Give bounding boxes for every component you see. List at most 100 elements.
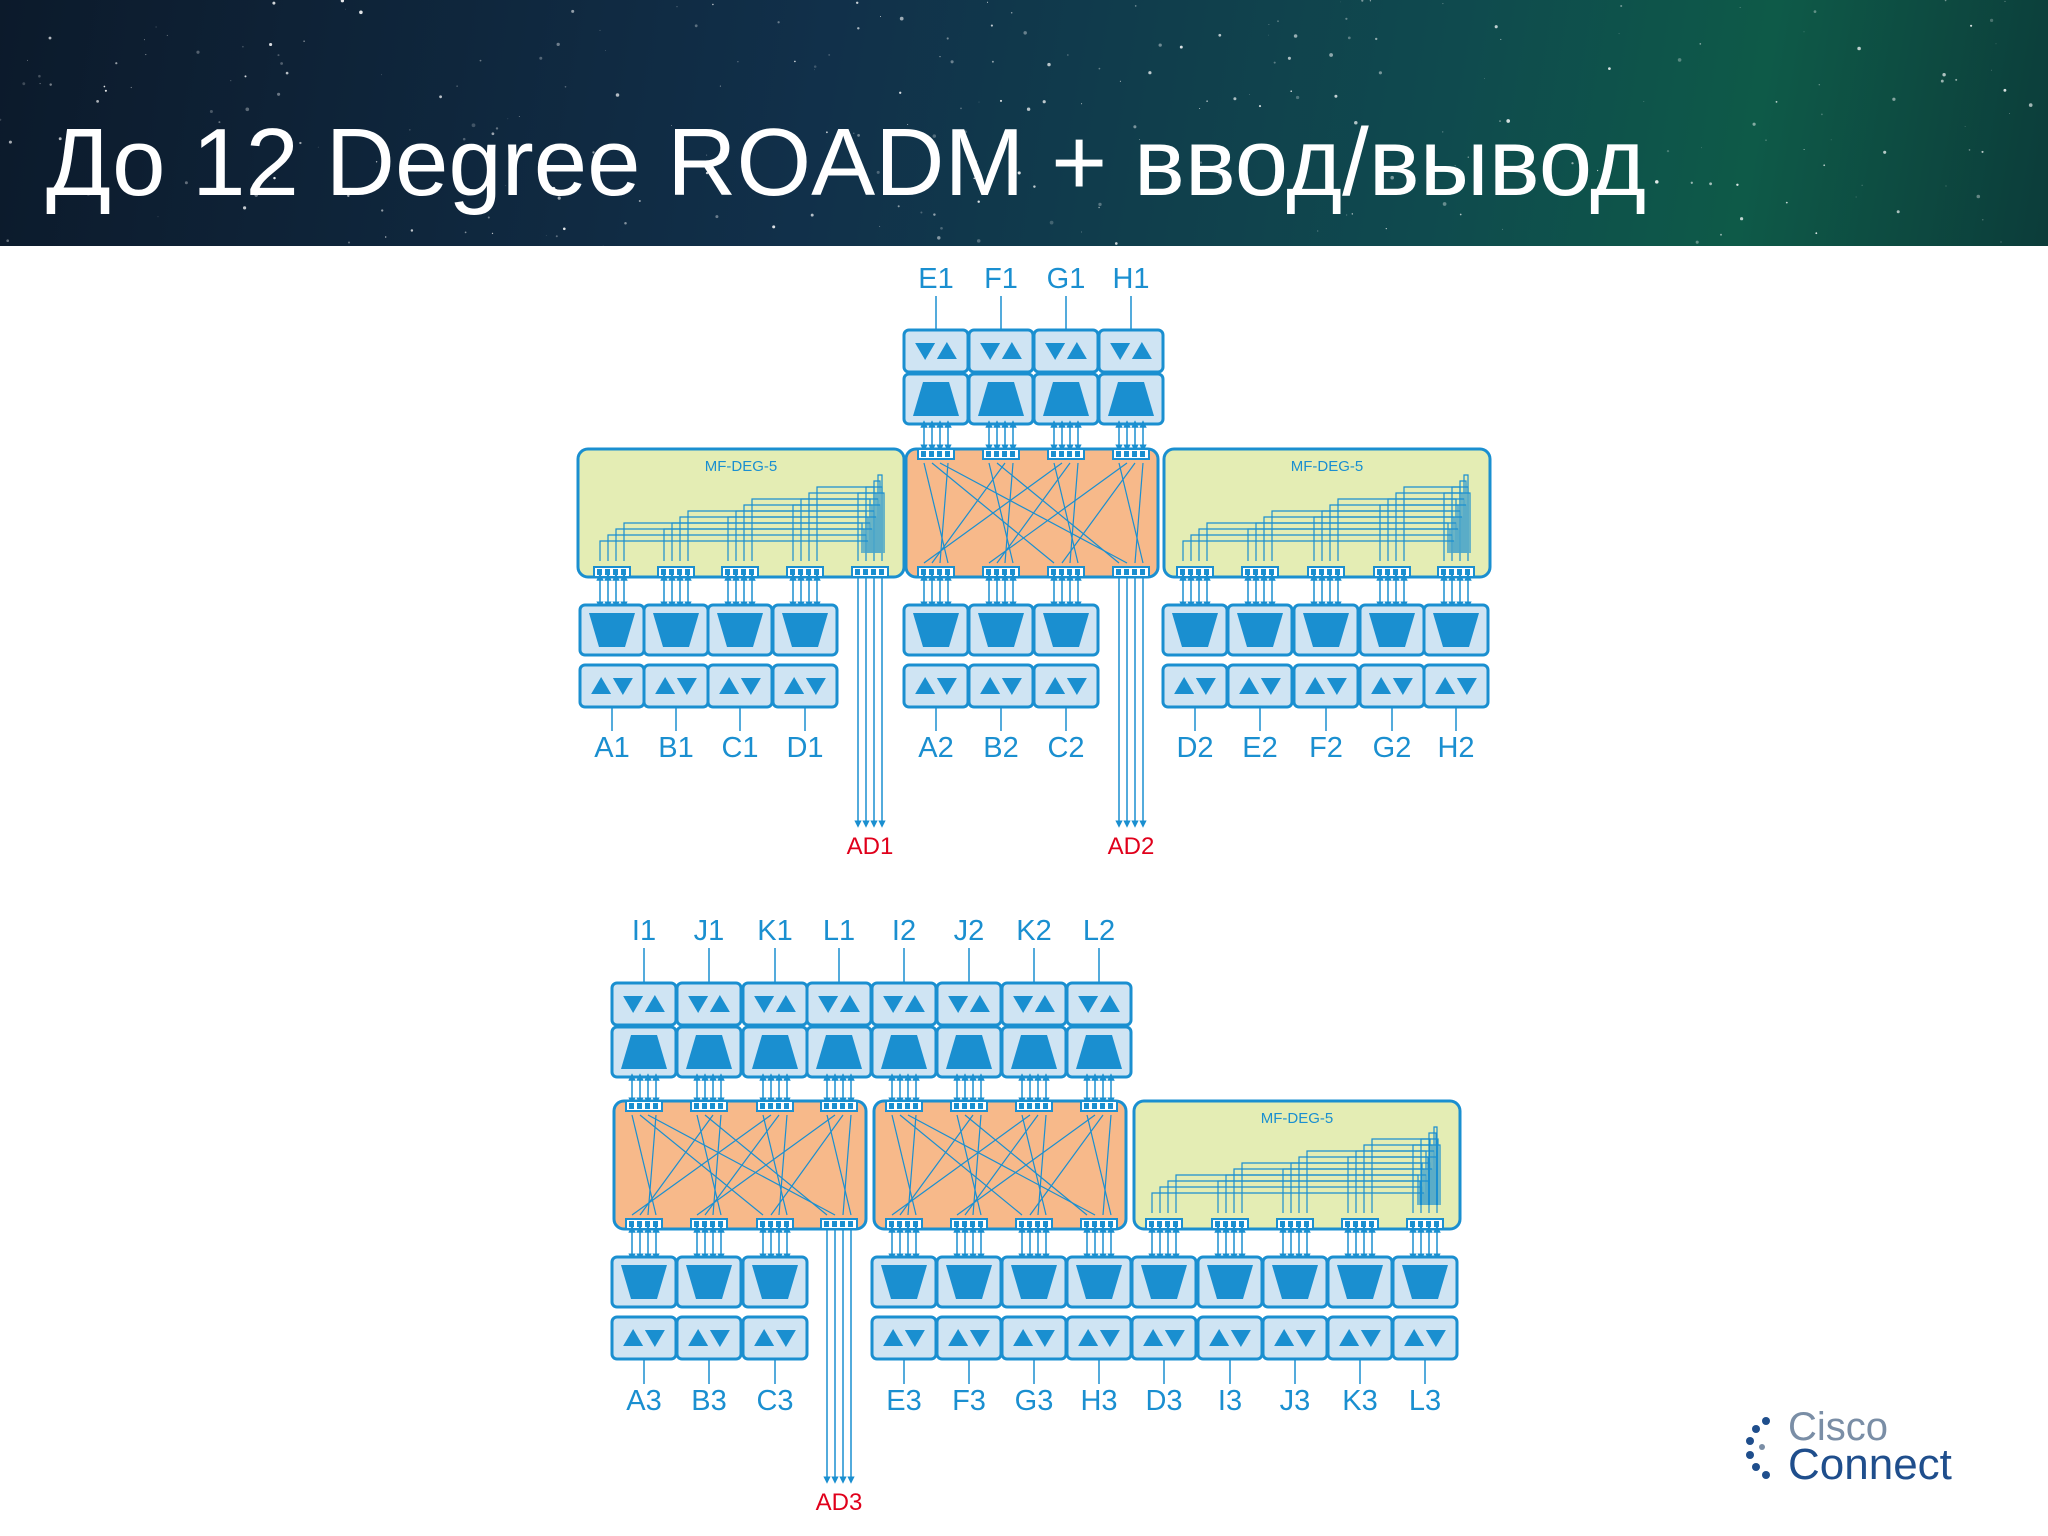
amplifier-triangles-icon [1371,677,1413,695]
connector-pin [1441,569,1446,575]
connector-pin [784,1103,789,1109]
mux-demux-icon [686,1265,732,1299]
add-drop-label-ad1: AD1 [847,833,894,860]
degree-label-g3: G3 [1015,1385,1054,1417]
mpo-connector [982,448,1020,460]
module-pill [870,981,938,1027]
amplifier-triangles-icon [1013,1329,1055,1347]
connector-pin [1157,1221,1162,1227]
degree-label-k3: K3 [1342,1385,1377,1417]
connector-pin [661,569,666,575]
cross-fiber [1037,1114,1047,1216]
connector-pin [1140,451,1145,457]
amplifier-triangles-icon [1404,1329,1446,1347]
amplifier-triangles-icon [883,1329,925,1347]
mux-demux-icon [752,1265,798,1299]
cross-fiber [1069,462,1079,564]
degree-label-d1: D1 [786,732,823,764]
module-pill [675,981,743,1027]
connector-pin [669,569,674,575]
module-pill [1065,1315,1133,1361]
connector-pin [913,1221,918,1227]
connector-pin [1140,569,1145,575]
connector-pin [685,569,690,575]
degree-label-l3: L3 [1409,1385,1441,1417]
connector-pin [945,451,950,457]
connector-pin [1434,1221,1439,1227]
connector-pin [905,1103,910,1109]
mux-demux-icon [881,1265,927,1299]
mux-demux-icon [782,613,828,647]
mpo-connector [756,1218,794,1230]
connector-pin [1124,451,1129,457]
module-pill [1032,328,1100,374]
degree-label-a1: A1 [594,732,629,764]
amplifier-triangles-icon [754,1329,796,1347]
module-pill [902,328,970,374]
degree-label-c2: C2 [1047,732,1084,764]
mux-demux-icon [589,613,635,647]
amplifier-triangles-icon [1274,1329,1316,1347]
module-pill [1065,981,1133,1027]
internal-route [1363,1144,1433,1213]
cross-connect-module [612,1099,868,1231]
module-pill [642,663,710,709]
connector-pin [1269,569,1274,575]
mpo-connector [721,566,759,578]
mux-demux-icon [978,382,1024,416]
connector-pin [1132,569,1137,575]
connector-pin [1223,1221,1228,1227]
connector-pin [1116,569,1121,575]
connector-pin [741,569,746,575]
amplifier-triangles-icon [883,995,925,1013]
mux-demux-icon [1011,1035,1057,1069]
cross-fiber [931,462,1006,564]
module-pill [1000,1315,1068,1361]
connector-pin [1418,1221,1423,1227]
connector-pin [1215,1221,1220,1227]
add-drop-label-ad2: AD2 [1108,833,1155,860]
connector-pin [1311,569,1316,575]
mpo-connector [1047,448,1085,460]
mpo-connector [756,1100,794,1112]
internal-route [1463,474,1469,561]
connector-pin [1059,569,1064,575]
connector-pin [1084,1221,1089,1227]
cisco-connect-dots-icon [1746,1417,1770,1479]
cross-fiber [996,462,1071,564]
amplifier-triangles-icon [719,677,761,695]
amplifier-triangles-icon [1339,1329,1381,1347]
degree-label-c3: C3 [756,1385,793,1417]
header-banner: До 12 Degree ROADM + ввод/вывод [0,0,2048,246]
amplifier-triangles-icon [948,995,990,1013]
mux-demux-icon [1337,1265,1383,1299]
connector-pin [1027,1221,1032,1227]
connector-pin [1165,1221,1170,1227]
mpo-connector [1406,1218,1444,1230]
cross-fiber [972,1114,982,1216]
module-pill [578,663,646,709]
mf-deg-5-label: MF-DEG-5 [1291,458,1364,475]
degree-label-b1: B1 [658,732,693,764]
connector-pin [855,569,860,575]
mpo-connector [1437,566,1475,578]
connector-pin [1002,451,1007,457]
connector-pin [848,1221,853,1227]
internal-route [1371,1138,1431,1213]
connector-pin [637,1103,642,1109]
connector-pin [1043,1221,1048,1227]
amplifier-triangles-icon [1045,342,1087,360]
mpo-connector [1015,1100,1053,1112]
connector-pin [718,1221,723,1227]
connector-pin [970,1221,975,1227]
amplifier-triangles-icon [1209,1329,1251,1347]
mux-demux-icon [1108,382,1154,416]
connector-pin [1149,1221,1154,1227]
degree-label-e1: E1 [918,263,953,295]
mpo-connector [786,566,824,578]
mux-demux-icon [881,1035,927,1069]
module-pill [935,981,1003,1027]
mpo-connector [1341,1218,1379,1230]
connector-pin [1393,569,1398,575]
degree-label-j1: J1 [694,915,725,947]
